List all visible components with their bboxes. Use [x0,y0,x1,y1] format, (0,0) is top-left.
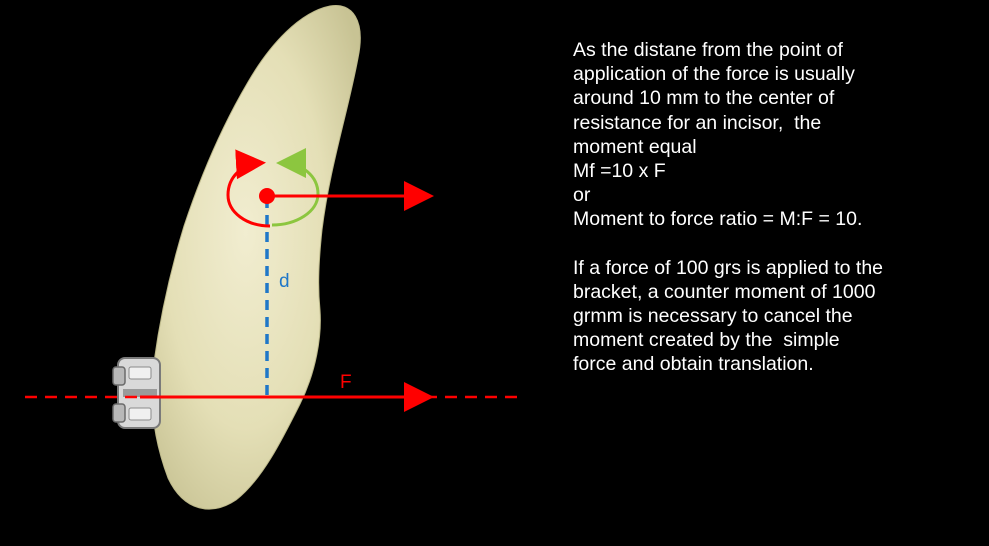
distance-label: d [279,271,290,292]
para1-line: Moment to force ratio = M:F = 10. [573,207,983,231]
bracket-icon [113,358,160,428]
para1-line: or [573,183,983,207]
para1-line: resistance for an incisor, the [573,111,983,135]
para2-line: force and obtain translation. [573,352,983,376]
para2-line: grmm is necessary to cancel the [573,304,983,328]
para1-line: Mf =10 x F [573,159,983,183]
tooth-diagram: d F [0,0,560,546]
para1-line: moment equal [573,135,983,159]
para1-line: around 10 mm to the center of [573,86,983,110]
explanation-text: As the distane from the point of applica… [573,38,983,377]
force-label: F [340,372,352,393]
para2-line: moment created by the simple [573,328,983,352]
para2-line: bracket, a counter moment of 1000 [573,280,983,304]
center-of-resistance-point [259,188,275,204]
para1-line: As the distane from the point of [573,38,983,62]
paragraph-gap [573,232,983,256]
para2-line: If a force of 100 grs is applied to the [573,256,983,280]
para1-line: application of the force is usually [573,62,983,86]
tooth-shape [152,5,360,509]
